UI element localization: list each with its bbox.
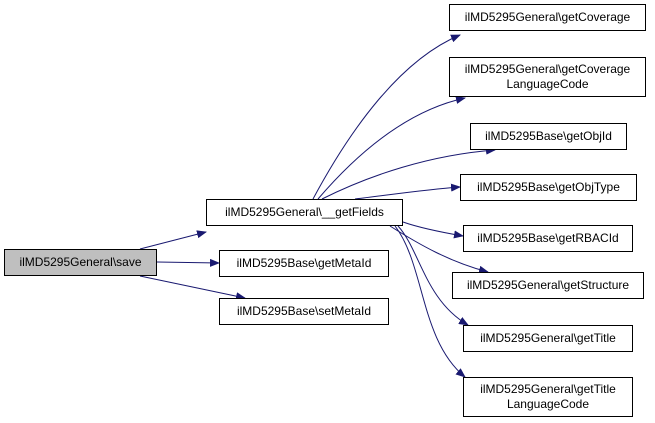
node-get-coverage-language-code[interactable]: ilMD5295General\getCoverage LanguageCode bbox=[449, 57, 646, 97]
node-save[interactable]: ilMD5295General\save bbox=[4, 249, 157, 276]
node-get-obj-type-label: ilMD5295Base\getObjType bbox=[477, 180, 620, 194]
edge-getFields-to-getRBACId bbox=[402, 221, 464, 239]
node-get-meta-id-label: ilMD5295Base\getMetaId bbox=[236, 256, 372, 270]
node-save-label: ilMD5295General\save bbox=[19, 255, 142, 269]
node-get-coverage-language-code-line2: LanguageCode bbox=[506, 77, 589, 91]
edge-getFields-to-getObjId bbox=[321, 146, 496, 200]
node-get-fields[interactable]: ilMD5295General\__getFields bbox=[206, 199, 403, 226]
node-get-title[interactable]: ilMD5295General\getTitle bbox=[463, 325, 633, 352]
node-get-title-label: ilMD5295General\getTitle bbox=[480, 331, 616, 345]
edge-getFields-to-getObjType bbox=[354, 183, 461, 200]
edge-save-to-setMetaId bbox=[139, 275, 246, 301]
node-set-meta-id-label: ilMD5295Base\setMetaId bbox=[236, 304, 372, 318]
node-get-title-language-code-line2: LanguageCode bbox=[506, 397, 590, 411]
node-get-obj-id[interactable]: ilMD5295Base\getObjId bbox=[470, 123, 627, 150]
edge-getFields-to-getCoverageLanguageCode bbox=[317, 96, 466, 200]
node-get-fields-label: ilMD5295General\__getFields bbox=[225, 205, 384, 219]
node-get-coverage-label: ilMD5295General\getCoverage bbox=[464, 10, 631, 24]
node-get-structure-label: ilMD5295General\getStructure bbox=[466, 278, 630, 292]
node-get-title-language-code[interactable]: ilMD5295General\getTitle LanguageCode bbox=[463, 377, 633, 417]
node-get-obj-id-label: ilMD5295Base\getObjId bbox=[485, 129, 612, 143]
node-get-coverage-language-code-line1: ilMD5295General\getCoverage bbox=[464, 62, 631, 76]
node-get-rbac-id-label: ilMD5295Base\getRBACId bbox=[477, 231, 619, 245]
node-get-rbac-id[interactable]: ilMD5295Base\getRBACId bbox=[463, 225, 633, 252]
edge-getFields-to-getTitleLanguageCode bbox=[394, 225, 466, 378]
node-get-title-language-code-line1: ilMD5295General\getTitle bbox=[480, 382, 616, 396]
node-get-coverage[interactable]: ilMD5295General\getCoverage bbox=[449, 4, 646, 31]
node-get-meta-id[interactable]: ilMD5295Base\getMetaId bbox=[219, 250, 389, 277]
node-set-meta-id[interactable]: ilMD5295Base\setMetaId bbox=[219, 298, 389, 325]
edge-save-to-getFields bbox=[139, 230, 207, 250]
node-get-structure[interactable]: ilMD5295General\getStructure bbox=[452, 272, 644, 299]
edge-save-to-getMetaId bbox=[156, 258, 220, 267]
node-get-obj-type[interactable]: ilMD5295Base\getObjType bbox=[460, 174, 637, 201]
edge-getFields-to-getCoverage bbox=[312, 34, 461, 200]
edge-getFields-to-getTitle bbox=[397, 225, 469, 326]
